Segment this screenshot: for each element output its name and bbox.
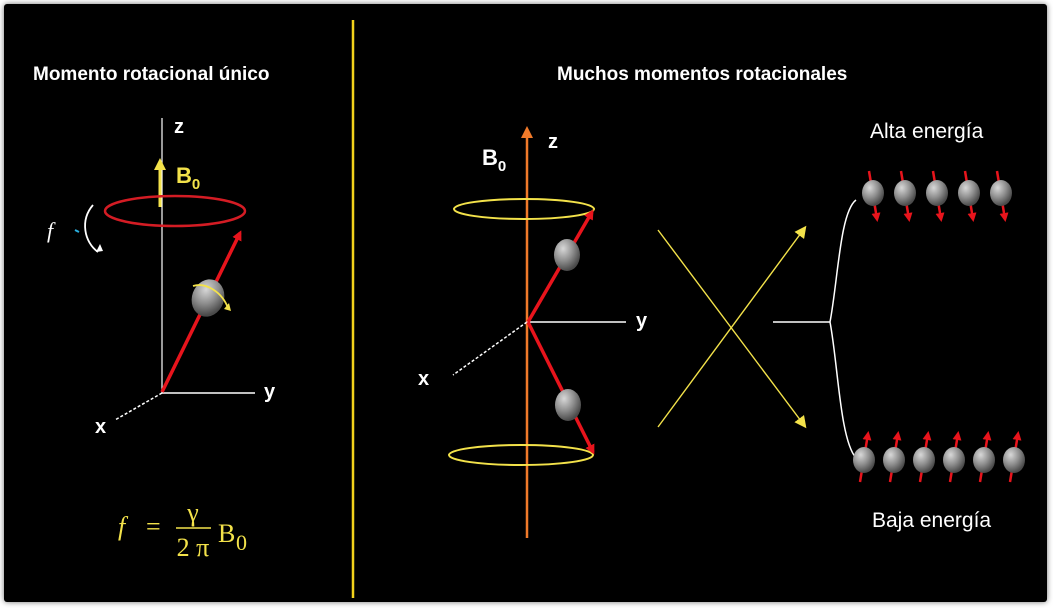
high-energy-spin-sphere — [926, 180, 948, 206]
high-energy-spin — [862, 170, 884, 222]
svg-text:γ: γ — [186, 498, 199, 527]
high-energy-spin-sphere — [894, 180, 916, 206]
low-energy-spin-sphere — [943, 447, 965, 473]
frequency-rotation-icon — [84, 204, 99, 253]
svg-text:=: = — [146, 512, 161, 541]
right-b0-label: B0 — [482, 145, 506, 175]
upper-precession-ring — [453, 198, 595, 220]
low-energy-spin-sphere — [883, 447, 905, 473]
low-energy-spin — [973, 431, 995, 483]
low-energy-spin-sphere — [973, 447, 995, 473]
right-x-axis — [452, 321, 528, 376]
high-energy-label: Alta energía — [870, 120, 984, 143]
left-precession-ring — [103, 194, 247, 228]
low-energy-spin-sphere — [1003, 447, 1025, 473]
svg-text:0: 0 — [236, 530, 247, 555]
low-energy-spin — [853, 431, 875, 483]
spin-rotation-icon — [192, 284, 229, 309]
high-energy-spin-sphere — [862, 180, 884, 206]
high-energy-spin — [894, 170, 916, 222]
low-energy-spin-sphere — [853, 447, 875, 473]
high-energy-spin-sphere — [990, 180, 1012, 206]
low-energy-spins — [853, 431, 1025, 483]
low-energy-spin — [883, 431, 905, 483]
cross-arrow-down — [657, 229, 807, 429]
upper-spin-sphere — [554, 239, 580, 271]
lower-precession-ring — [448, 444, 594, 466]
left-b0-label: B0 — [176, 163, 200, 193]
lower-moment-arrow — [526, 321, 595, 455]
svg-text:B: B — [218, 519, 235, 548]
low-energy-label: Baja energía — [872, 509, 991, 532]
lower-spin-sphere — [555, 389, 581, 421]
svg-text:f: f — [118, 512, 129, 541]
larmor-formula: f = γ 2 π B 0 — [118, 498, 247, 562]
right-x-label: x — [418, 368, 429, 390]
high-energy-spin-sphere — [958, 180, 980, 206]
left-y-label: y — [264, 381, 276, 403]
low-energy-spin-sphere — [913, 447, 935, 473]
right-z-label: z — [548, 131, 558, 153]
svg-text:2 π: 2 π — [177, 533, 210, 562]
frequency-symbol: f — [47, 218, 56, 243]
left-panel-title: Momento rotacional único — [33, 64, 269, 85]
high-energy-spin — [926, 170, 948, 222]
right-y-label: y — [636, 310, 648, 332]
high-energy-spins — [862, 170, 1012, 222]
diagram-background — [4, 4, 1047, 602]
low-energy-spin — [1003, 431, 1025, 483]
left-z-label: z — [174, 116, 184, 138]
left-x-axis — [114, 392, 163, 421]
energy-split-bracket — [773, 199, 857, 459]
low-energy-spin — [913, 431, 935, 483]
low-energy-spin — [943, 431, 965, 483]
left-spin-sphere — [191, 279, 225, 317]
high-energy-spin — [990, 170, 1012, 222]
right-panel-title: Muchos momentos rotacionales — [557, 64, 847, 85]
high-energy-spin — [958, 170, 980, 222]
left-x-label: x — [95, 416, 106, 438]
